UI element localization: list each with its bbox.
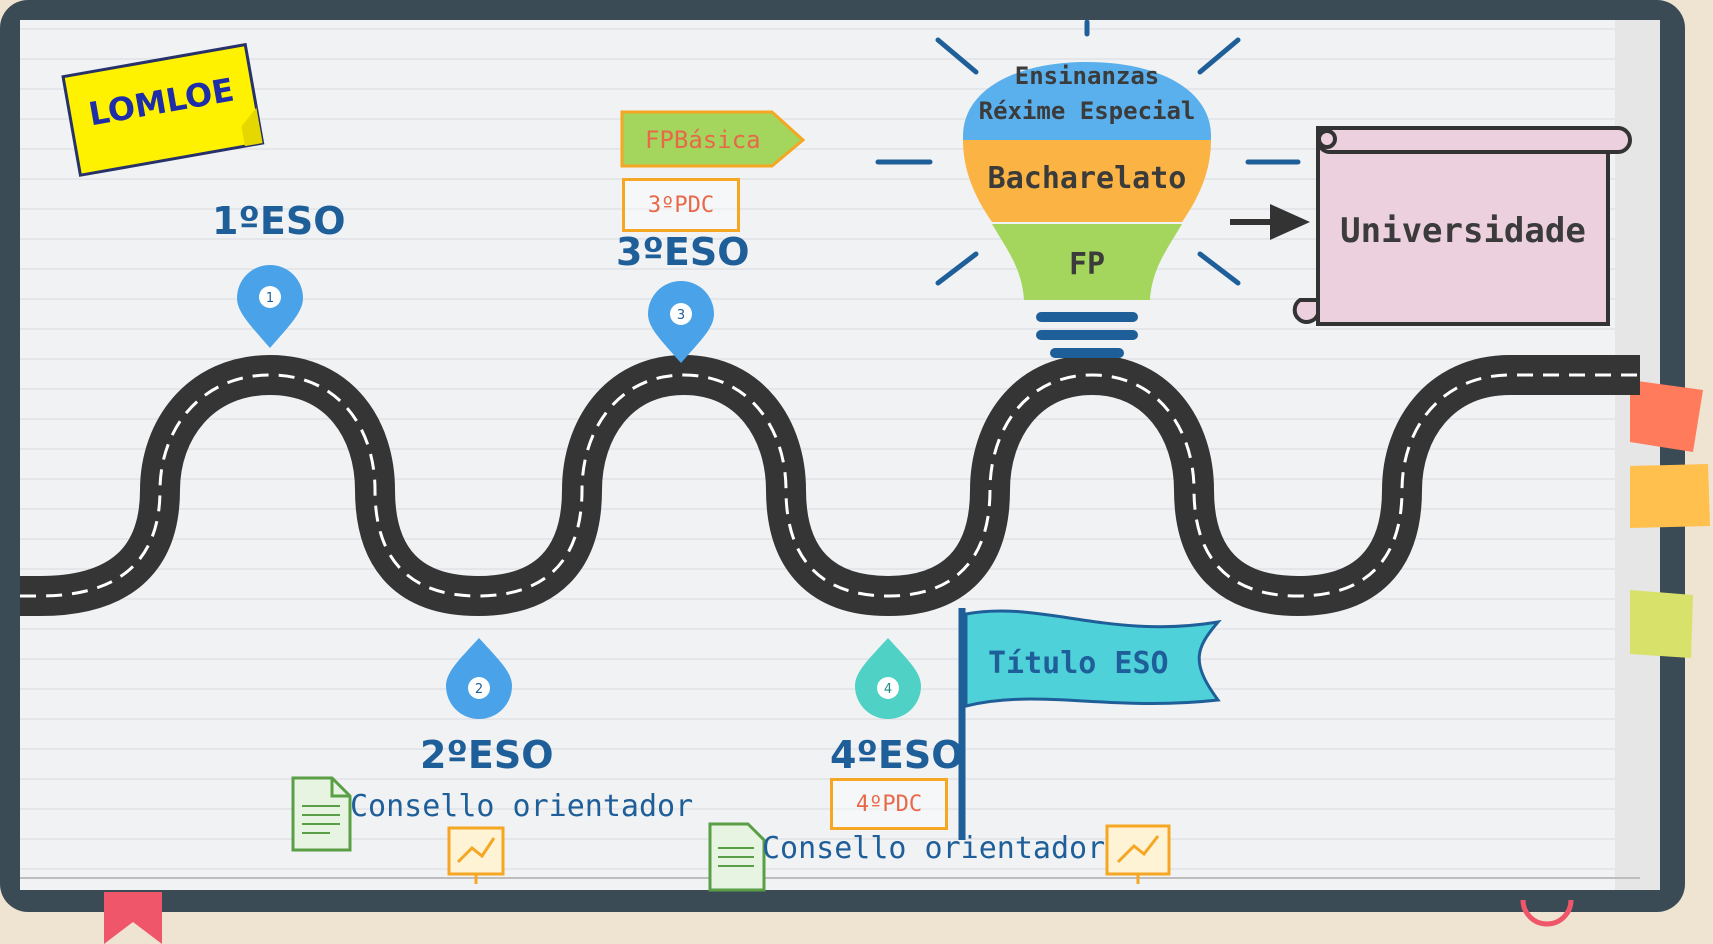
arrow-right-icon: [1230, 204, 1310, 240]
marker-3-number: 3: [677, 308, 685, 323]
chart-board-icon: [1105, 824, 1171, 884]
university-scroll: [1292, 126, 1632, 326]
marker-1-number: 1: [266, 291, 274, 306]
tab-orange: [1630, 464, 1710, 528]
lightbulb-icon: [963, 62, 1211, 358]
marker-3-icon: [648, 281, 714, 363]
milestone-2-label: 2ºESO: [420, 733, 554, 777]
bulb-bottom-label: FP: [1068, 247, 1106, 282]
flag-icon: [958, 608, 1222, 840]
road: [20, 355, 1640, 616]
marker-4-icon: [855, 638, 921, 719]
document-icon: [291, 776, 352, 852]
titulo-eso-label: Título ESO: [988, 646, 1169, 681]
milestone-4-label: 4ºESO: [830, 733, 964, 777]
tab-green: [1630, 590, 1693, 658]
milestone-1-label: 1ºESO: [212, 199, 346, 243]
bookmark-ribbon: [104, 892, 162, 944]
marker-4-number: 4: [884, 682, 892, 697]
bulb-top-line1: Ensinanzas: [1014, 62, 1160, 90]
fpbasica-arrow: [620, 110, 806, 168]
bulb-top-line2: Réxime Especial: [978, 97, 1196, 125]
marker-2-number: 2: [475, 682, 483, 697]
milestone-3-label: 3ºESO: [616, 230, 750, 274]
consello-orientador-2: Consello orientador: [762, 831, 1106, 866]
bulb-rays: [875, 19, 1301, 286]
fpbasica-label: FPBásica: [645, 126, 761, 154]
tab-red: [1630, 380, 1703, 452]
lomloe-badge: [61, 42, 265, 177]
pdc3-box: 3ºPDC: [622, 178, 740, 232]
pdc4-box: 4ºPDC: [830, 778, 948, 830]
consello-orientador-1: Consello orientador: [350, 789, 694, 824]
university-label: Universidade: [1340, 211, 1586, 251]
document-icon: [708, 822, 766, 892]
chart-board-icon: [447, 826, 505, 884]
bulb-middle-label: Bacharelato: [987, 161, 1187, 196]
marker-2-icon: [446, 638, 512, 719]
marker-1-icon: [237, 264, 304, 348]
